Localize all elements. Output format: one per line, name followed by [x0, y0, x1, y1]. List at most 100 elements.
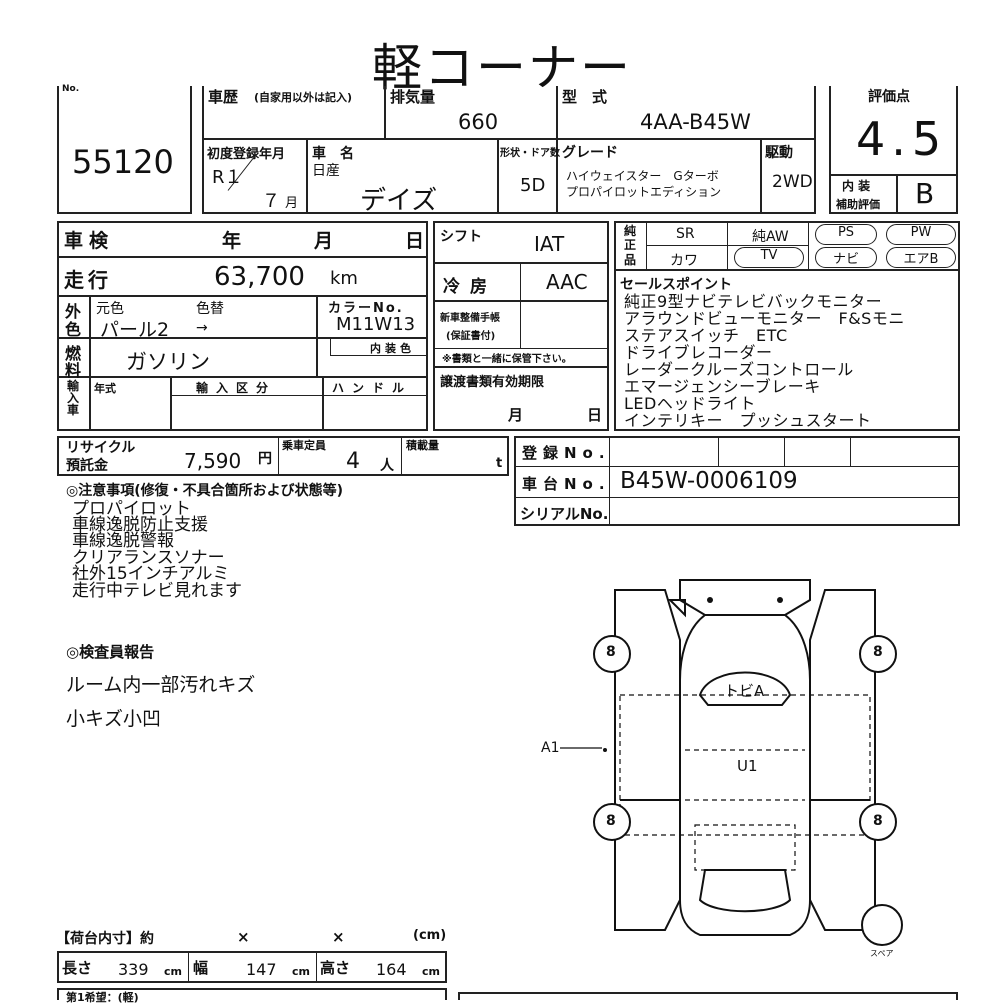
reg-vline [609, 436, 610, 526]
sales-points-label: セールスポイント [620, 277, 732, 293]
sales-points-box [614, 271, 960, 431]
import-vline-2 [170, 376, 172, 431]
caution-line-5: 社外15インチアルミ [72, 564, 230, 584]
grade-line-2: プロパイロットエディション [566, 185, 722, 199]
chassis-value: B45W-0006109 [620, 468, 798, 494]
reg-vline-a [718, 436, 719, 466]
caution-line-3: 車線逸脱警報 [72, 531, 174, 551]
sales-point-3: ステアスイッチ ETC [624, 326, 788, 345]
color-change-label: 色替 [196, 301, 224, 317]
cargo-x-1: × [237, 928, 250, 946]
recycle-value: 7,590 [184, 449, 242, 473]
interior-label-2: 補助評価 [836, 198, 880, 211]
spare-label: スペア [870, 949, 894, 958]
manual-label-2: (保証書付) [446, 331, 496, 342]
lot-no-label: No. [62, 84, 80, 94]
tire-rear-left: 8 [606, 813, 616, 829]
sales-point-1: 純正9型ナビテレビバックモニター [624, 292, 883, 311]
caution-line-4: クリアランスソナー [72, 548, 225, 568]
shift-label: シフト [440, 229, 482, 245]
option-tv: TV [734, 247, 804, 268]
score-label: 評価点 [868, 89, 910, 105]
gen-hline [646, 245, 808, 246]
bottom-box-right [458, 992, 958, 1000]
first-reg-month: ７ [262, 191, 280, 212]
genuine-side-3: 品 [624, 253, 637, 267]
lb-line-3 [57, 337, 428, 339]
bottom-text: 第1希望：(軽) [66, 991, 139, 1004]
chassis-label: 車台No. [522, 475, 611, 493]
cargo-title: 【荷台内寸】約 [56, 931, 154, 947]
import-vline-3 [322, 376, 324, 431]
cargo-length: 339 [118, 960, 149, 979]
transfer-label: 譲渡書類有効期限 [440, 375, 545, 390]
first-reg-year: R１ [212, 167, 243, 188]
import-side: 輸入車 [67, 379, 80, 417]
mid-vline-manual [520, 300, 521, 348]
genuine-side-1: 純 [624, 224, 637, 238]
color-no-value: M11W13 [336, 314, 416, 335]
doors-value: 5D [520, 175, 546, 196]
import-handle-label: ハンドル [332, 381, 413, 395]
import-year-label: 年式 [94, 382, 116, 395]
transfer-month: 月 [508, 406, 524, 424]
interior-grid [829, 174, 958, 176]
mark-u1: U1 [737, 757, 758, 775]
color-no-label: カラーNo. [328, 301, 404, 316]
gen-vline-2 [727, 221, 728, 271]
genuine-sr: SR [676, 226, 695, 242]
gen-vline-1 [646, 221, 647, 271]
reg-hline-2 [514, 497, 960, 498]
cargo-box [57, 951, 447, 983]
option-pw: PW [886, 224, 956, 245]
option-ps: PS [815, 224, 877, 245]
page-title: 軽コーナー [372, 39, 632, 97]
inspector-line-2: 小キズ小凹 [66, 708, 162, 730]
lot-number: 55120 [72, 143, 174, 181]
tire-rear-right: 8 [873, 813, 883, 829]
load-unit: t [496, 456, 503, 471]
mark-tobi-a: トビA [724, 682, 765, 700]
reg-vline-b [784, 436, 785, 466]
history-label: 車歴 [208, 88, 239, 106]
model-value: 4AA-B45W [640, 110, 751, 134]
serial-label: シリアルNo. [520, 505, 609, 523]
header-vline-2 [556, 86, 558, 214]
caution-line-6: 走行中テレビ見れます [72, 581, 242, 601]
reg-vline-c [850, 436, 851, 466]
interior-color-label: 内装色 [370, 342, 415, 355]
orig-color-value: パール2 [100, 319, 170, 341]
header-grid [202, 86, 816, 214]
bottom-box-left [57, 988, 447, 1000]
recycle-label-1: リサイクル [66, 440, 136, 456]
genuine-side-2: 正 [624, 238, 637, 252]
mid-block [433, 221, 609, 431]
mileage-unit: km [330, 268, 358, 289]
cargo-length-unit: cm [164, 965, 182, 978]
sales-point-5: レーダークルーズコントロール [624, 360, 854, 379]
left-block [57, 221, 428, 431]
import-vline-1 [89, 376, 91, 431]
lb-line-4 [57, 376, 428, 378]
tire-front-left: 8 [606, 644, 616, 660]
header-vline-4 [497, 138, 499, 214]
mid-vline-ac [520, 262, 521, 300]
car-name-label: 車 名 [312, 146, 354, 162]
mid-line-3 [433, 366, 609, 368]
genuine-leather: カワ [670, 253, 698, 269]
caution-title: ◎注意事項(修復・不具合箇所および状態等) [66, 483, 344, 499]
inspector-title: ◎検査員報告 [66, 643, 155, 661]
car-diagram [560, 579, 903, 946]
rec-vline-1 [278, 436, 279, 476]
color-side-1: 外 [65, 302, 82, 321]
sales-point-2: アラウンドビューモニター F&Sモニ [624, 309, 905, 328]
header-vline-5 [760, 138, 762, 214]
sales-point-4: ドライブレコーダー [624, 343, 773, 362]
lb-line-2 [57, 295, 428, 297]
header-vline-1 [384, 86, 386, 138]
recycle-unit: 円 [258, 451, 272, 467]
fuel-side-2: 料 [65, 361, 82, 380]
fuel-value: ガソリン [126, 350, 210, 374]
doors-label: 形状・ドア数 [500, 148, 560, 159]
load-label: 積載量 [406, 439, 439, 452]
